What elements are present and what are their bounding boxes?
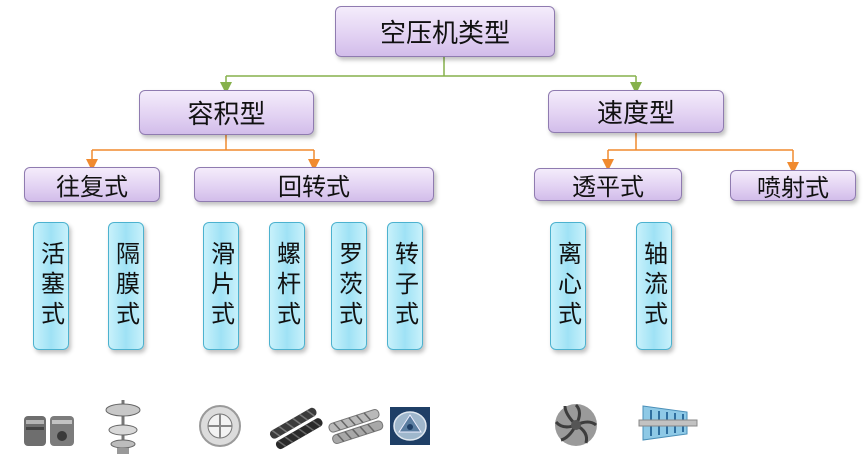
subtype-rotary: 回转式 bbox=[194, 167, 434, 202]
vane-photo bbox=[199, 405, 241, 447]
leaf-label: 转子式 bbox=[390, 241, 419, 331]
subtype-reciprocating: 往复式 bbox=[24, 167, 160, 202]
leaf-label: 滑片式 bbox=[206, 241, 235, 331]
leaf-diaphragm: 隔膜式 bbox=[108, 222, 144, 350]
leaf-centrifugal: 离心式 bbox=[550, 222, 586, 350]
leaf-rotor: 转子式 bbox=[387, 222, 423, 350]
leaf-label: 罗茨式 bbox=[334, 241, 363, 331]
leaf-label: 活塞式 bbox=[36, 241, 65, 331]
leaf-screw: 螺杆式 bbox=[269, 222, 305, 350]
subtype-label: 透平式 bbox=[572, 173, 644, 201]
root-label: 空压机类型 bbox=[379, 19, 510, 49]
leaf-label: 轴流式 bbox=[639, 241, 668, 331]
subtype-label: 往复式 bbox=[56, 173, 128, 201]
category-velocity: 速度型 bbox=[548, 90, 724, 133]
subtype-label: 回转式 bbox=[278, 173, 350, 201]
volumetric-connector bbox=[86, 135, 320, 171]
piston-photo bbox=[24, 416, 74, 446]
leaf-label: 隔膜式 bbox=[111, 241, 140, 331]
category-label: 容积型 bbox=[187, 100, 266, 130]
axial-flow-photo bbox=[638, 405, 698, 441]
leaf-piston: 活塞式 bbox=[33, 222, 69, 350]
subtype-turbo: 透平式 bbox=[534, 168, 682, 201]
rotor-photo bbox=[390, 407, 430, 445]
root-connector bbox=[220, 57, 642, 94]
centrifugal-impeller-photo bbox=[554, 403, 597, 446]
root-node: 空压机类型 bbox=[335, 6, 555, 57]
screw-pair-photo bbox=[328, 409, 384, 445]
leaf-sliding-vane: 滑片式 bbox=[203, 222, 239, 350]
leaf-axial: 轴流式 bbox=[636, 222, 672, 350]
subtype-ejector: 喷射式 bbox=[730, 170, 856, 202]
velocity-connector bbox=[602, 133, 799, 174]
category-volumetric: 容积型 bbox=[139, 90, 314, 135]
leaf-label: 螺杆式 bbox=[272, 241, 301, 331]
leaf-roots: 罗茨式 bbox=[331, 222, 367, 350]
leaf-label: 离心式 bbox=[553, 241, 582, 331]
screw-rotors-photo bbox=[269, 407, 323, 450]
subtype-label: 喷射式 bbox=[757, 174, 829, 202]
diaphragm-photo bbox=[105, 400, 141, 454]
category-label: 速度型 bbox=[596, 99, 675, 129]
